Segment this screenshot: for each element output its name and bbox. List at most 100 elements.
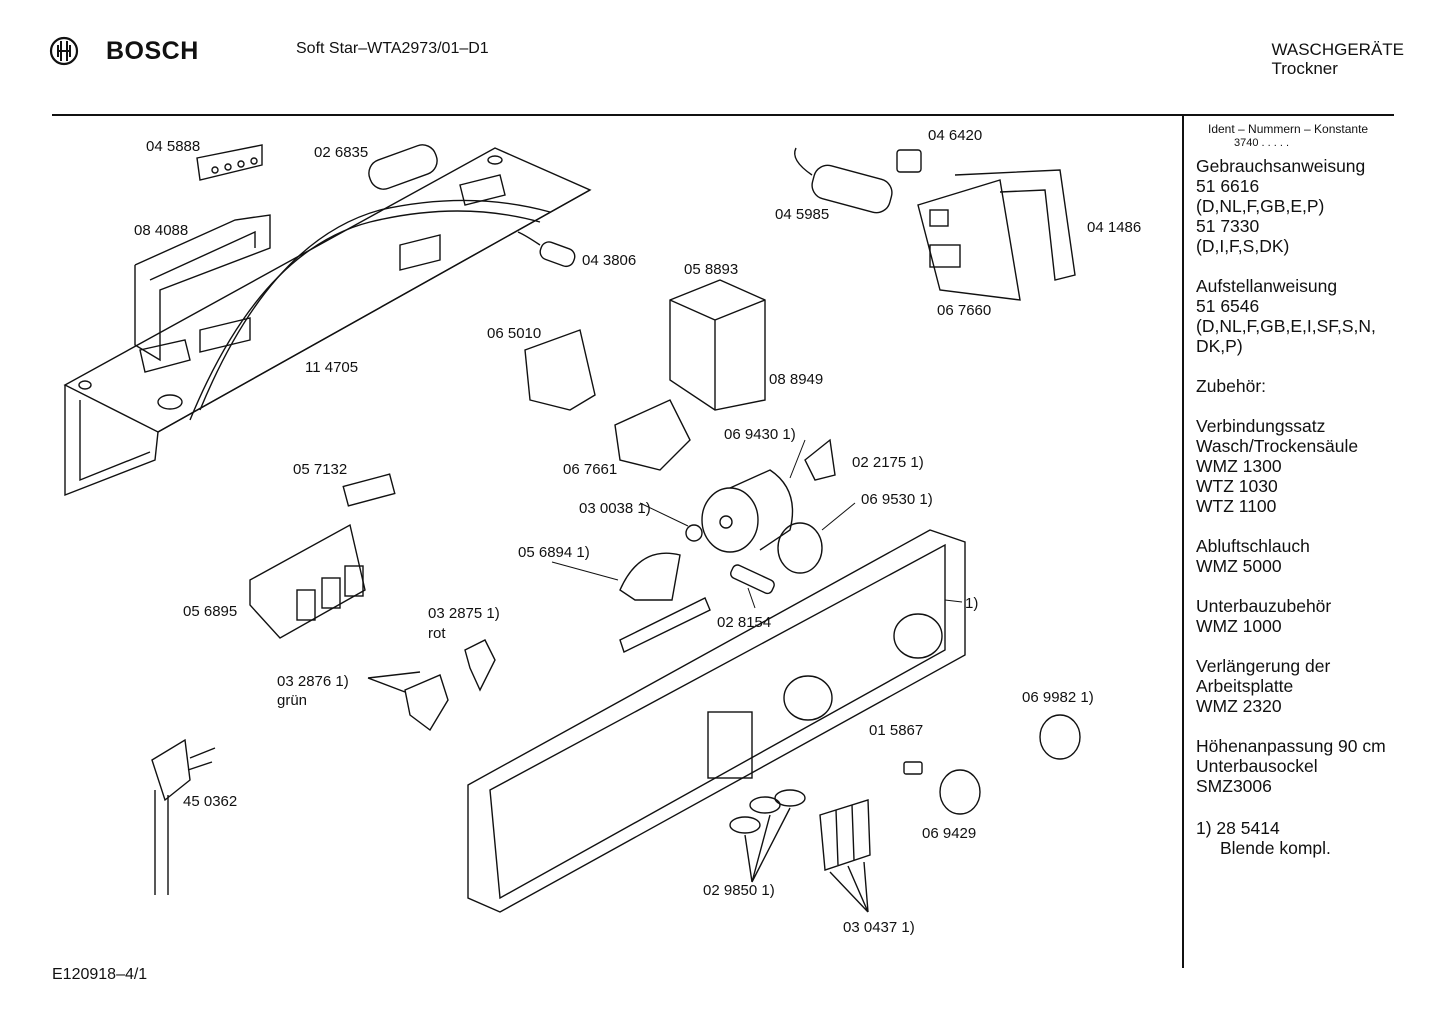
part-label: 06 9530 1) <box>861 491 933 508</box>
part-label: 02 6835 <box>314 144 369 161</box>
sidebar-line: Unterbauzubehör <box>1196 596 1332 616</box>
bracket-drawing <box>134 214 271 362</box>
part-label: 05 7132 <box>293 461 348 478</box>
gear-sector-drawing <box>619 552 681 601</box>
part-label: 05 6894 1) <box>518 544 590 561</box>
part-label: 04 5888 <box>146 138 201 155</box>
timer-drawing <box>669 279 766 411</box>
sidebar-line: (D,NL,F,GB,E,P) <box>1196 196 1325 216</box>
category: WASCHGERÄTE Trockner <box>1271 40 1404 78</box>
brand-name: BOSCH <box>106 37 199 65</box>
terminal-block-drawing <box>196 144 263 181</box>
gasket-drawing <box>368 144 438 190</box>
sidebar-block: Zubehör: <box>1196 376 1436 396</box>
footnote-desc: Blende kompl. <box>1220 838 1331 858</box>
sidebar-line: DK,P) <box>1196 336 1243 356</box>
sidebar-line: Zubehör: <box>1196 376 1267 396</box>
header-divider <box>52 114 1394 116</box>
part-label: 04 5985 <box>775 206 830 223</box>
fascia-panel-drawing <box>467 529 966 913</box>
part-label: 02 2175 1) <box>852 454 924 471</box>
knob-small-drawing <box>939 769 981 815</box>
category-sub: Trockner <box>1271 59 1338 78</box>
sidebar-line: Gebrauchsanweisung <box>1196 156 1366 176</box>
sidebar-line: Abluftschlauch <box>1196 536 1310 556</box>
sidebar-line: WTZ 1030 <box>1196 476 1278 496</box>
part-label: 03 2875 1) <box>428 605 500 622</box>
selector-switch-drawing <box>614 399 691 471</box>
sidebar-line: WMZ 1000 <box>1196 616 1282 636</box>
sidebar-line: 51 7330 <box>1196 216 1260 236</box>
sidebar-line: Aufstellanweisung <box>1196 276 1338 296</box>
switch-drawing <box>524 329 596 411</box>
footnote-number: 1) 28 5414 <box>1196 818 1280 838</box>
part-label: 03 0038 1) <box>579 500 651 517</box>
sidebar-line: Wasch/Trockensäule <box>1196 436 1359 456</box>
part-label: 05 8893 <box>684 261 739 278</box>
footnote: 1) 28 5414 Blende kompl. <box>1196 818 1436 858</box>
part-label: 08 8949 <box>769 371 824 388</box>
control-panel-frame-drawing <box>63 147 592 497</box>
lamp-green-drawing <box>404 674 449 732</box>
footer-code: E120918–4/1 <box>52 966 148 983</box>
part-label: 03 0437 1) <box>843 919 915 936</box>
part-label: 01 5867 <box>869 722 924 739</box>
model-title: Soft Star–WTA2973/01–D1 <box>296 40 489 57</box>
lamp-pointer-lines <box>367 671 421 693</box>
slider-bar-drawing <box>619 597 711 653</box>
sidebar-line: 51 6616 <box>1196 176 1260 196</box>
sidebar: Ident – Nummern – Konstante 3740 . . . .… <box>1196 122 1436 858</box>
part-label: 45 0362 <box>183 793 238 810</box>
sidebar-line: Höhenanpassung 90 cm <box>1196 736 1386 756</box>
sidebar-line: (D,I,F,S,DK) <box>1196 236 1290 256</box>
circuit-board-drawing <box>917 169 1076 301</box>
connector-drawing <box>342 473 396 507</box>
sidebar-line: WMZ 5000 <box>1196 556 1282 576</box>
sidebar-line: Unterbausockel <box>1196 756 1318 776</box>
leader-lines <box>551 439 963 609</box>
part-label: grün <box>277 692 308 709</box>
capacitor-drawing <box>794 147 893 214</box>
sidebar-line: Arbeitsplatte <box>1196 676 1294 696</box>
relay-drawing <box>896 149 922 173</box>
push-buttons-drawing <box>819 799 871 913</box>
part-label: 02 9850 1) <box>703 882 775 899</box>
motor-drawing <box>701 469 794 553</box>
part-label: 06 9982 1) <box>1022 689 1094 706</box>
part-label: 06 9430 1) <box>724 426 796 443</box>
part-label: 11 4705 <box>305 359 359 376</box>
part-label: 1) <box>965 595 979 612</box>
part-label: 06 5010 <box>487 325 542 342</box>
part-label: 03 2876 1) <box>277 673 349 690</box>
part-label: 06 7660 <box>937 302 992 319</box>
clip-drawing <box>804 438 836 481</box>
sidebar-line: Verlängerung der <box>1196 656 1331 676</box>
part-label: 04 6420 <box>928 127 983 144</box>
part-label: rot <box>428 625 446 642</box>
sidebar-line: (D,NL,F,GB,E,I,SF,S,N, <box>1196 316 1376 336</box>
sidebar-line: WMZ 1300 <box>1196 456 1282 476</box>
shaft-drawing <box>730 564 775 595</box>
gear-drawing <box>777 522 823 574</box>
ident-value: 3740 . . . . . <box>1234 137 1290 149</box>
part-label: 04 3806 <box>582 252 637 269</box>
lamp-red-drawing <box>464 639 496 692</box>
spring-clip-drawing <box>685 524 703 542</box>
sidebar-line: Verbindungssatz <box>1196 416 1326 436</box>
part-label: 04 1486 <box>1087 219 1142 236</box>
part-label: 02 8154 <box>717 614 772 631</box>
sidebar-line: WTZ 1100 <box>1196 496 1277 516</box>
power-cord-drawing <box>151 738 216 895</box>
sidebar-line: 51 6546 <box>1196 296 1260 316</box>
small-spring-drawing <box>903 761 923 775</box>
sidebar-line: WMZ 2320 <box>1196 696 1282 716</box>
